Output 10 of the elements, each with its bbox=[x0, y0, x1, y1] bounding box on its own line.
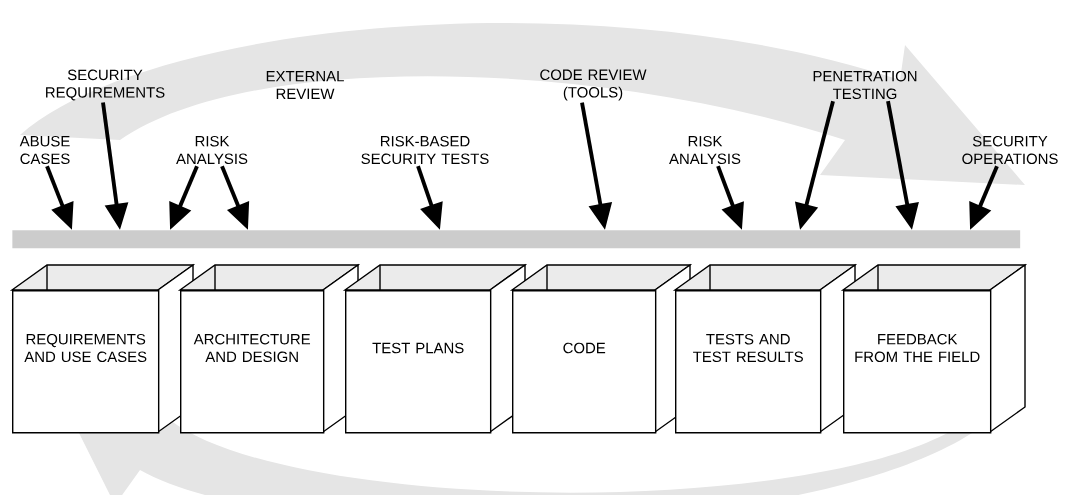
activity-label: CODE REVIEW (TOOLS) bbox=[540, 69, 647, 101]
activity-label: PENETRATION TESTING bbox=[813, 70, 917, 100]
activity-label: RISK ANALYSIS bbox=[176, 135, 248, 165]
activity-label: SECURITY OPERATIONS bbox=[962, 135, 1058, 165]
activity-label: ABUSE CASES bbox=[19, 135, 70, 165]
activity-label: RISK-BASED SECURITY TESTS bbox=[361, 135, 489, 165]
phase-label: EXTERNAL REVIEW bbox=[266, 71, 344, 99]
timeline-bar bbox=[12, 230, 1021, 249]
activity-label: RISK ANALYSIS bbox=[669, 135, 741, 165]
activity-label: SECURITY REQUIREMENTS bbox=[46, 69, 165, 101]
